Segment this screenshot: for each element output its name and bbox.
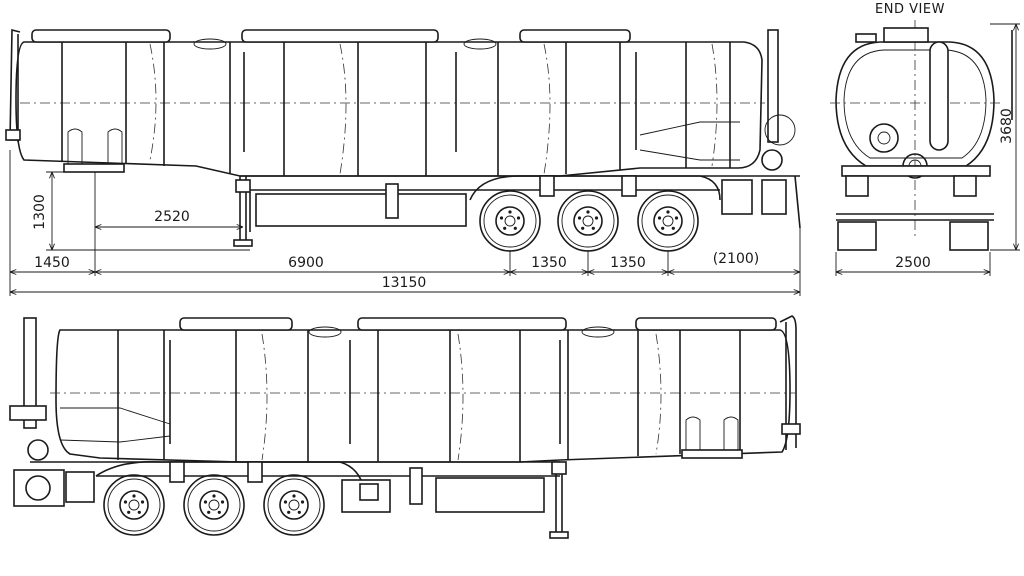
side-view-right (5, 28, 801, 252)
end-view-height-dim: 3680 (999, 108, 1015, 144)
end-view: END VIEW 2500 3680 (830, 2, 1020, 276)
dim-13150: 13150 (382, 275, 427, 291)
dim-1350-first: 1350 (531, 255, 567, 271)
dim-1350-second: 1350 (610, 255, 646, 271)
dim-1300: 1300 (32, 194, 48, 230)
dim-2100: (2100) (713, 251, 760, 267)
dim-2520: 2520 (154, 209, 190, 225)
end-view-title: END VIEW (875, 2, 945, 17)
dim-6900: 6900 (288, 255, 324, 271)
dim-1450: 1450 (34, 255, 70, 271)
side-view-dimensions: 1300 2520 1450 6900 1350 1350 (2100) 131… (9, 150, 801, 296)
end-view-width-dim: 2500 (895, 255, 931, 271)
side-view-left (9, 315, 801, 539)
